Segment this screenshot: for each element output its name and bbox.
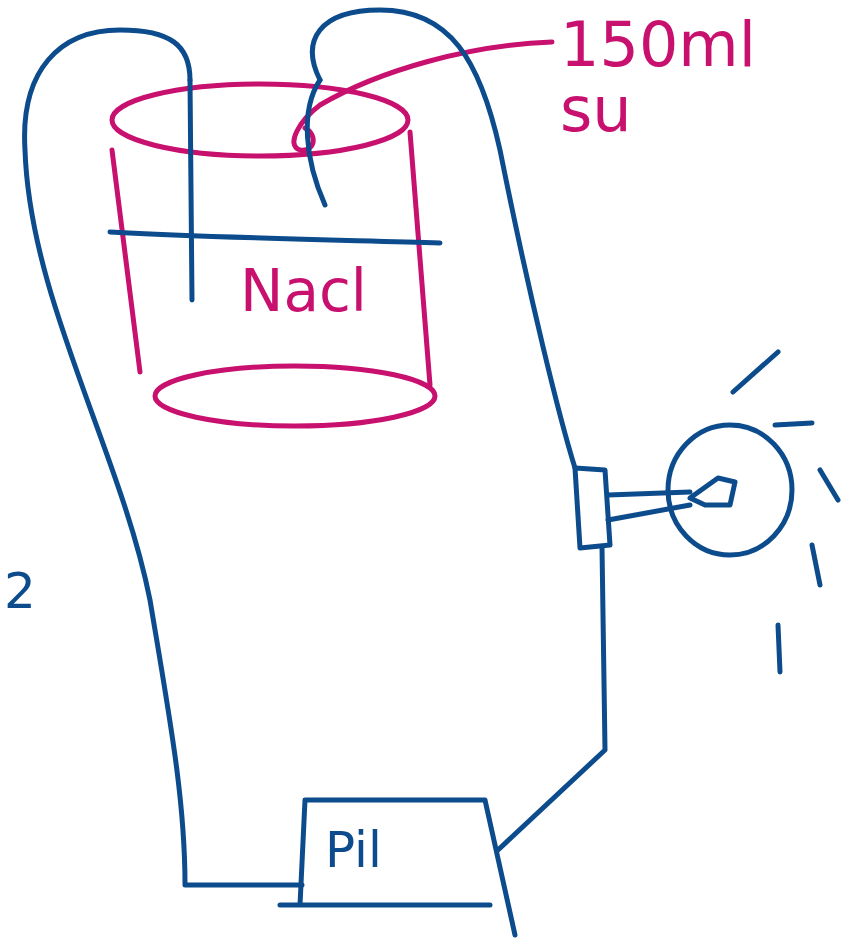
water-line [110,232,440,243]
bulb-neck [608,492,690,520]
bulb-glass [668,425,792,555]
electrode [190,80,192,300]
beaker: Nacl [100,80,445,430]
node-label: Nacl [240,262,367,320]
bulb-socket [575,468,610,548]
light-rays [733,352,838,672]
node-label: Pil [325,825,382,875]
battery-outline [280,800,515,935]
battery-box-shape [280,790,515,940]
leader-line [294,42,552,150]
beaker-shape [100,80,445,430]
electrode [307,80,325,205]
beaker-rim [112,84,408,156]
volume-note: 150ml su [560,12,800,142]
beaker-wall [112,132,430,385]
bulb-filament [690,478,735,505]
beaker-base [155,366,435,426]
figure-number: 2 [4,565,64,618]
battery-box: Pil [280,790,515,940]
